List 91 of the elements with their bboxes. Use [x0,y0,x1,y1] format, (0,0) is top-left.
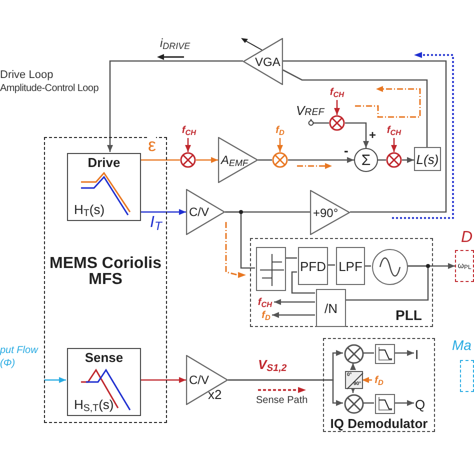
connector-arrow [391,138,397,152]
signal-label: f$_{CH}$ [383,124,405,138]
oscillator-symbol [372,249,408,285]
mixer-symbol [344,344,364,364]
connector-arrow [44,377,66,383]
amplifier-symbol [218,137,258,183]
edge-label: + [369,129,376,141]
dashed-boundary [44,137,167,423]
connector-line [140,159,180,161]
connector-line [285,257,297,259]
amplifier-symbol [243,38,283,85]
signal-label: f$_{CH}$ [255,297,275,309]
connector-arrow [196,157,218,163]
connector-line [283,60,447,213]
connector-line [291,271,315,294]
connector-arrow [277,138,283,152]
phase-shifter-box [345,371,363,389]
amplifier-label: C/V [189,374,210,386]
path-label: Sense Path [256,396,308,406]
section-label: D [461,230,473,246]
dashed-boundary [250,238,433,327]
comparator-block [256,247,286,291]
mixer-symbol [180,152,196,168]
connector-arrow [362,377,372,383]
amplifier-label: +90° [313,206,338,218]
loop-label: Drive Loop [0,70,54,81]
edge-label: I$_{T}$ [150,215,162,231]
block-title: Drive [86,156,122,169]
connector-line [363,402,374,404]
amplifier-symbol [310,190,350,235]
low-pass-filter-symbol [375,394,395,414]
amplifier-symbol [186,189,225,235]
connector-arrow [394,350,414,356]
connector-arrow [345,122,369,148]
loop-label: Amplitude-Control Loop [0,84,98,94]
transfer-function-label: H$_{T}$(s) [74,203,105,216]
mixer-symbol [329,115,345,131]
connector-arrow [185,138,191,152]
section-label: Ma [452,338,472,352]
output-box: ω$_{PL}$ [455,250,474,282]
connector-arrow [140,209,186,215]
connector-arrow [394,400,414,406]
summing-junction: Σ [354,148,378,172]
function-block: LPF [336,247,365,285]
connector-line [258,159,272,161]
input-label: put Flow (Φ) [0,344,44,384]
group-title: MEMS Coriolis MFS [48,256,162,288]
group-title: PLL [396,308,422,322]
low-pass-filter-symbol [375,344,395,364]
connector-line [363,352,374,354]
connector-line [345,265,429,301]
signal-label: f$_{D}$ [373,374,385,388]
function-block: L(s) [414,147,441,171]
mixer-symbol [344,394,364,414]
gain-label: x2 [208,388,222,401]
connector-arrow [274,299,315,305]
dashed-box [460,360,474,392]
mixer-symbol [272,152,288,168]
connector-line [282,69,428,147]
signal-label: f$_{D}$ [259,310,273,322]
connector-arrow [272,312,315,318]
group-title: IQ Demodulator [329,417,429,430]
block-title: Sense [84,351,124,364]
connector-arrow [107,60,243,152]
connector-arrow [228,379,343,406]
signal-label: Q [415,397,427,412]
edge-label: i$_{DRIVE}$ [160,37,190,49]
connector-arrow [402,157,414,163]
connector-line [225,211,255,269]
connector-arrow [350,363,356,370]
function-block: /N [316,289,346,327]
signal-label: f$_{D}$ [272,124,288,138]
dashed-boundary [323,338,435,432]
resonator-block [67,348,141,416]
connector-arrow [140,377,186,383]
signal-label: f$_{CH}$ [178,124,200,138]
amplifier-symbol [186,355,228,405]
edge-label: V$_{S1,2}$ [258,358,287,371]
connector-line [310,119,329,124]
function-block: PFD [298,247,328,285]
transfer-function-label: H$_{S,T}$(s) [74,398,114,411]
connector-arrow [288,157,354,163]
amplifier-label: C/V [189,206,210,218]
amplifier-label: A$_{EMF}$ [221,154,248,166]
amplifier-label: VGA [255,56,280,68]
signal-label: I [415,347,424,362]
signal-label: f$_{CH}$ [326,86,348,100]
mixer-symbol [386,152,402,168]
resonator-block [67,153,141,221]
connector-arrow [334,100,340,115]
edge-label: ε [148,136,156,154]
